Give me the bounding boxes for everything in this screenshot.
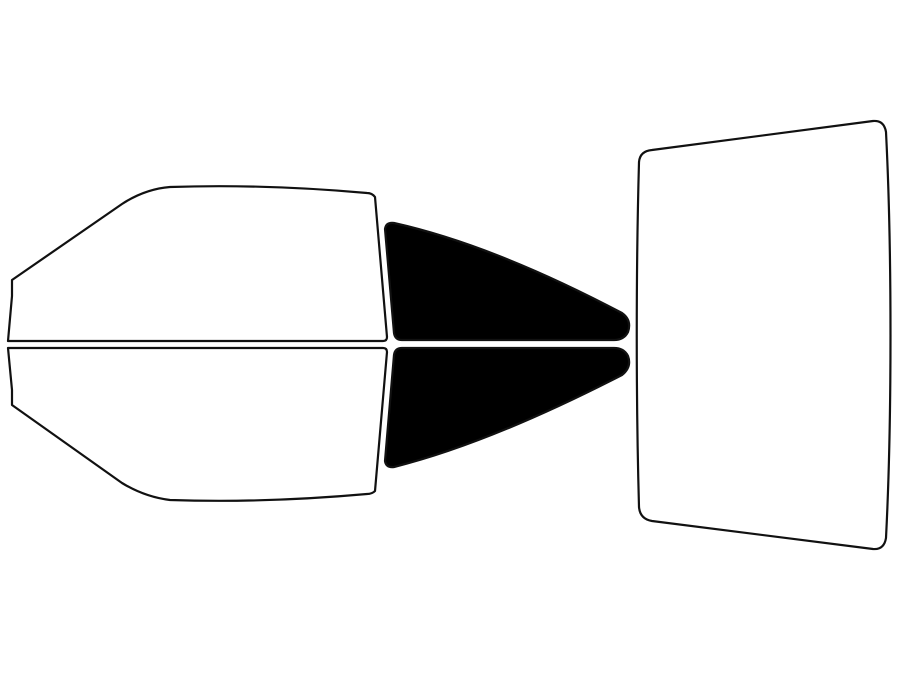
rear-windshield bbox=[635, 119, 892, 551]
rear-quarter-upper-window bbox=[383, 221, 631, 342]
front-door-upper-window bbox=[6, 185, 389, 343]
rear-quarter-lower-window bbox=[383, 346, 631, 469]
front-door-lower-window bbox=[6, 346, 389, 502]
